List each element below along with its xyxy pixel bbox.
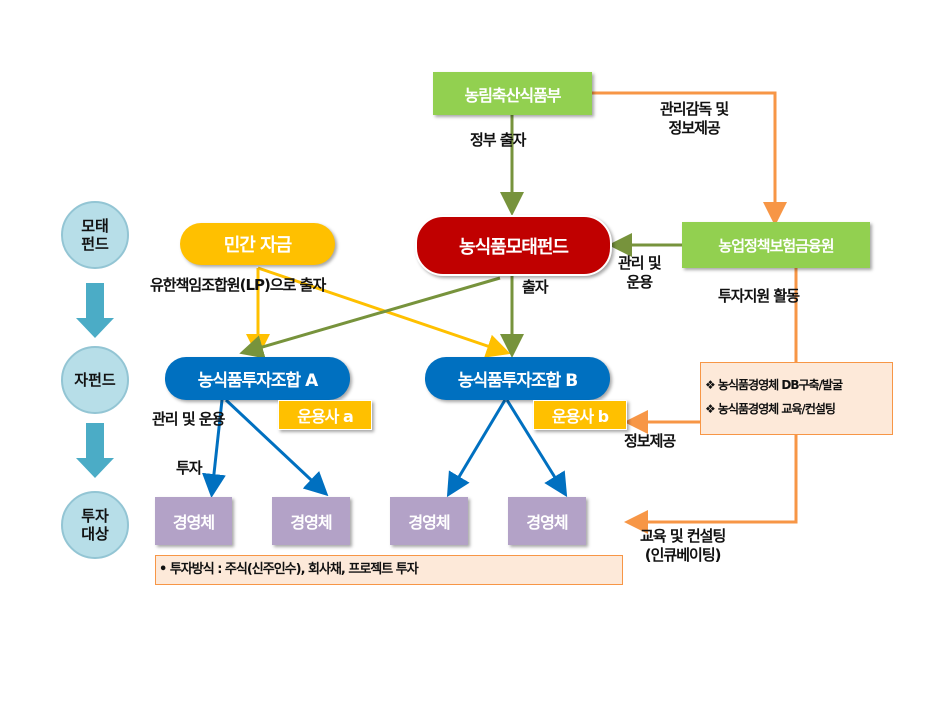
stage-label: 투자 대상: [81, 507, 109, 543]
manage-operate-a-label: 관리 및 운용: [152, 410, 225, 428]
gov-invest-label: 정부 출자: [470, 131, 526, 149]
arrow-private-fund-b: [257, 266, 511, 358]
private-fund-node: 민간 자금: [180, 223, 335, 265]
support-item: ❖ 농식품경영체 교육/컨설팅: [705, 402, 836, 416]
mother-fund-node: 농식품모태펀드: [415, 215, 612, 276]
support-activities-box: ❖ 농식품경영체 DB구축/발굴 ❖ 농식품경영체 교육/컨설팅: [700, 362, 893, 435]
manager-b-node: 운용사 b: [533, 400, 627, 430]
stage-mother-fund: 모태 펀드: [61, 201, 129, 269]
arrow-mother-fund-a: [239, 276, 501, 359]
invest-label: 출자: [522, 278, 549, 296]
arrow-ministry-agency: [592, 91, 787, 226]
fund-a-node: 농식품투자조합 A: [165, 357, 350, 400]
arrow-support-entities: [624, 435, 798, 534]
entity-node: 경영체: [508, 497, 586, 545]
manager-a-node: 운용사 a: [278, 400, 372, 430]
stage-investment-target: 투자 대상: [61, 491, 129, 559]
investment-label: 투자: [176, 459, 203, 477]
education-label: 교육 및 컨설팅 (인큐베이팅): [640, 527, 726, 564]
lp-invest-label: 유한책임조합원(LP)으로 출자: [150, 276, 326, 294]
info-provide-label: 정보제공: [624, 432, 676, 450]
ministry-node: 농림축산식품부: [433, 72, 592, 115]
investment-method-note: • 투자방식 : 주식(신주인수), 회사채, 프로젝트 투자: [155, 555, 623, 585]
entity-node: 경영체: [390, 497, 468, 545]
agency-node: 농업정책보험금융원: [682, 222, 870, 268]
entity-node: 경영체: [155, 497, 232, 545]
fund-b-node: 농식품투자조합 B: [425, 357, 610, 400]
stage-arrows: [76, 283, 114, 478]
stage-sub-fund: 자펀드: [61, 346, 129, 414]
stage-label: 모태 펀드: [81, 217, 109, 253]
stage-label: 자펀드: [74, 371, 116, 389]
entity-node: 경영체: [272, 497, 350, 545]
support-item: ❖ 농식품경영체 DB구축/발굴: [705, 378, 843, 392]
support-label: 투자지원 활동: [718, 287, 800, 305]
manage-operate-label: 관리 및 운용: [618, 254, 662, 291]
supervision-label: 관리감독 및 정보제공: [660, 100, 729, 137]
